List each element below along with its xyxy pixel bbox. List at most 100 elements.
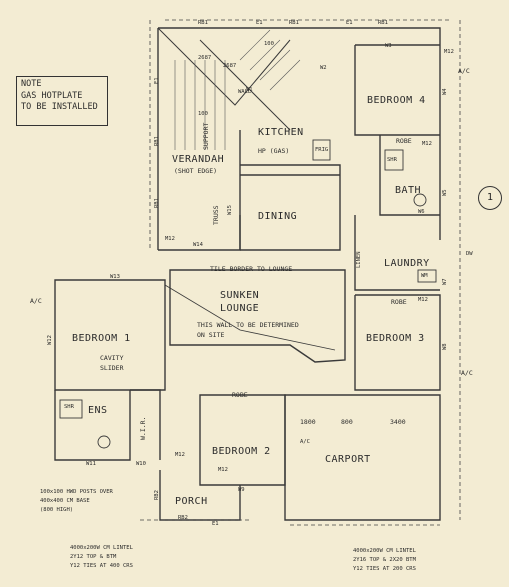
mark-e1: E1 — [256, 20, 263, 26]
note-lintel-left-1: 4000x200W CM LINTEL — [70, 545, 133, 551]
mark-m12: M12 — [218, 467, 228, 473]
note-lintel-left-2: 2Y12 TOP & BTM — [70, 554, 117, 560]
mark-w9: W9 — [238, 487, 245, 493]
outer-wall-top — [158, 27, 441, 240]
room-bedroom2: BEDROOM 2 — [212, 446, 271, 457]
mark-w11: W11 — [86, 461, 96, 467]
label-ac-2: A/C — [30, 297, 42, 305]
mark-rb1: RB1 — [154, 136, 160, 146]
lounge-outline — [169, 269, 346, 363]
mark-w7: W7 — [442, 278, 448, 285]
dim-800: 800 — [341, 418, 353, 426]
carport-outline — [284, 394, 441, 521]
dim-100-a: 100 — [198, 111, 208, 117]
ens-walls — [54, 390, 131, 461]
label-tile-border: TILE BORDER TO LOUNGE — [210, 265, 293, 273]
label-robe-b3: ROBE — [391, 298, 407, 306]
mark-rb1: RB1 — [198, 20, 208, 26]
mark-m12: M12 — [444, 49, 454, 55]
mark-rb2: RB2 — [178, 515, 188, 521]
mark-rb1: RB1 — [289, 20, 299, 26]
mark-e1: E1 — [346, 20, 353, 26]
mark-m12: M12 — [418, 297, 428, 303]
label-slider: SLIDER — [100, 364, 124, 372]
room-verandah: VERANDAH — [172, 154, 225, 165]
label-hp-gas: HP (GAS) — [258, 147, 290, 155]
room-carport: CARPORT — [325, 454, 371, 465]
mark-m12: M12 — [165, 236, 175, 242]
label-shr-ens: SHR — [64, 404, 74, 410]
label-wall: WALL — [238, 89, 252, 95]
note-lintel-right-3: Y12 TIES AT 200 CRS — [353, 566, 416, 572]
note-line-2: GAS HOTPLATE — [21, 90, 83, 101]
room-lounge: LOUNGE — [220, 303, 260, 314]
mark-w5: W5 — [442, 189, 448, 196]
note-lintel-left-3: Y12 TIES AT 400 CRS — [70, 563, 133, 569]
mark-w6: W6 — [418, 209, 425, 215]
room-wir: W.I.R. — [139, 416, 147, 440]
label-ac-3: A/C — [461, 369, 473, 377]
gas-hotplate-note: NOTE GAS HOTPLATE TO BE INSTALLED — [16, 76, 108, 126]
label-wm: WM — [421, 273, 428, 279]
wir-walls — [130, 389, 161, 460]
bedroom1-walls — [54, 279, 166, 391]
room-porch: PORCH — [175, 496, 208, 507]
mark-e1: E1 — [212, 521, 219, 527]
stair-diagonal — [199, 39, 291, 131]
dim-3400: 3400 — [390, 418, 406, 426]
mark-w15: W15 — [227, 205, 233, 215]
label-ac-1: A/C — [458, 67, 470, 75]
dim-1800: 1800 — [300, 418, 316, 426]
room-dining: DINING — [258, 211, 298, 222]
label-wall-determined-1: THIS WALL TO BE DETERMINED — [197, 321, 299, 329]
dim-2687-a: 2687 — [198, 55, 212, 61]
bath-walls — [379, 135, 440, 216]
label-cavity: CAVITY — [100, 354, 124, 362]
room-sunken: SUNKEN — [220, 290, 260, 301]
label-robe-b4: ROBE — [396, 137, 412, 145]
wm-box — [417, 269, 437, 283]
label-shr-bath: SHR — [387, 157, 397, 163]
bedroom2-walls — [199, 394, 286, 486]
laundry-walls — [354, 215, 440, 291]
mark-w13: W13 — [110, 274, 120, 280]
mark-w8: W8 — [442, 343, 448, 350]
room-ens: ENS — [88, 405, 108, 416]
mark-w14: W14 — [193, 242, 203, 248]
ens-shower — [59, 399, 83, 419]
room-bedroom1: BEDROOM 1 — [72, 333, 131, 344]
room-bath: BATH — [395, 185, 422, 196]
mark-m12: M12 — [422, 141, 432, 147]
mark-w1: W1 — [246, 87, 253, 93]
room-verandah-sub: (SHOT EDGE) — [174, 167, 218, 175]
note-posts-3: (800 HIGH) — [40, 507, 74, 513]
room-kitchen: KITCHEN — [258, 127, 304, 138]
kitchen-walls — [239, 130, 341, 251]
frig — [312, 139, 331, 161]
mark-w4: W4 — [442, 88, 448, 95]
mark-rb1: RB1 — [154, 198, 160, 208]
bedroom3-walls — [354, 294, 441, 391]
mark-w12: W12 — [47, 335, 53, 345]
label-linen: LINEN — [356, 251, 362, 268]
label-wall-determined-2: ON SITE — [197, 331, 225, 339]
label-dw: DW — [466, 251, 473, 257]
note-posts-2: 400x400 CM BASE — [40, 498, 90, 504]
dim-100-b: 100 — [264, 41, 274, 47]
mark-w2: W2 — [320, 65, 327, 71]
label-frig: FRIG — [315, 147, 329, 153]
mark-e1: E1 — [154, 77, 160, 84]
note-lintel-right-1: 4000x200W CM LINTEL — [353, 548, 416, 554]
detail-callout: 1 — [478, 186, 502, 210]
room-bedroom3: BEDROOM 3 — [366, 333, 425, 344]
dim-2687-b: 2687 — [223, 63, 237, 69]
mark-w3: W3 — [385, 43, 392, 49]
mark-rb1: RB1 — [378, 20, 388, 26]
note-posts-1: 100x100 HWD POSTS OVER — [40, 489, 113, 495]
label-support: SUPPORT — [202, 122, 210, 150]
lounge-diagonal — [164, 284, 336, 351]
bath-shower — [384, 149, 404, 171]
note-lintel-right-2: 2Y16 TOP & 2X20 BTM — [353, 557, 416, 563]
room-laundry: LAUNDRY — [384, 258, 430, 269]
